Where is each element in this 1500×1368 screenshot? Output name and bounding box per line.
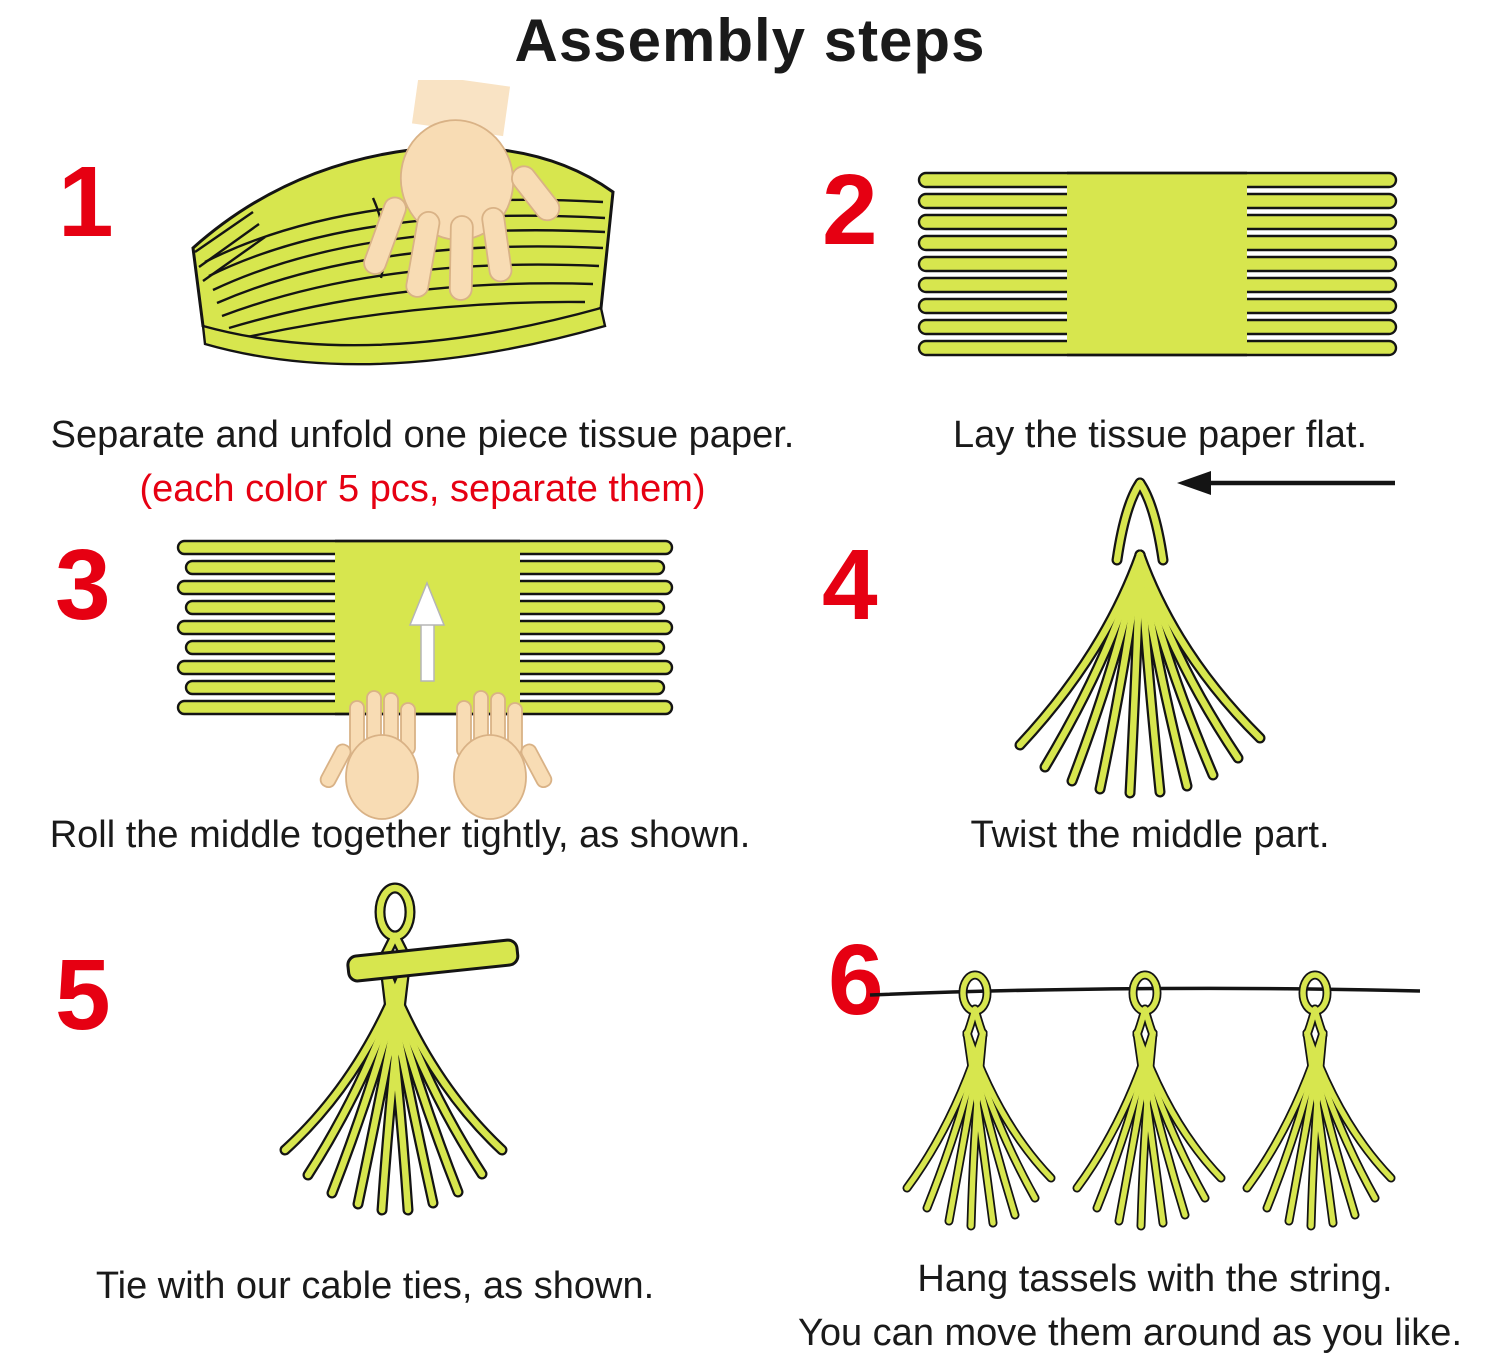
- step-6-number: 6: [828, 924, 884, 1036]
- step-2-number: 2: [822, 154, 878, 266]
- hanging-tassel-icon: [907, 975, 1051, 1226]
- left-hand-icon: [319, 690, 419, 820]
- step-1-number: 1: [58, 146, 114, 258]
- twisted-tassel-icon: [1020, 483, 1260, 793]
- step-5-caption: Tie with our cable ties, as shown.: [95, 1265, 655, 1307]
- step-1-note: (each color 5 pcs, separate them): [139, 468, 706, 510]
- page-title: Assembly steps: [514, 7, 986, 74]
- step-2-caption: Lay the tissue paper flat.: [952, 414, 1368, 456]
- hanging-tassel-icon: [1077, 975, 1221, 1226]
- step-6-illustration: [869, 935, 1421, 1235]
- left-arrow-icon: [1177, 471, 1395, 495]
- step-2-illustration: [917, 171, 1398, 357]
- step-3-illustration: [176, 539, 674, 820]
- step-6-note: You can move them around as you like.: [798, 1312, 1462, 1354]
- step-6-caption: Hang tassels with the string.: [917, 1258, 1393, 1300]
- step-4-illustration: [925, 471, 1395, 805]
- hanging-tassel-icon: [1247, 975, 1391, 1226]
- step-4-number: 4: [822, 529, 878, 641]
- step-1-caption: Separate and unfold one piece tissue pap…: [50, 414, 795, 456]
- up-arrow-icon: [408, 581, 446, 682]
- hand-icon: [363, 80, 561, 301]
- flat-tissue-paper-icon: [917, 171, 1398, 357]
- step-3-number: 3: [55, 529, 111, 641]
- step-1-illustration: [191, 80, 615, 366]
- step-3-caption: Roll the middle together tightly, as sho…: [49, 814, 751, 856]
- step-4-caption: Twist the middle part.: [970, 814, 1330, 856]
- string-icon: [869, 986, 1421, 997]
- right-hand-icon: [453, 690, 553, 820]
- cable-tie-icon: [346, 938, 520, 983]
- step-5-illustration: [230, 880, 520, 1245]
- tied-tassel-icon: [285, 888, 502, 1210]
- step-5-number: 5: [55, 939, 111, 1051]
